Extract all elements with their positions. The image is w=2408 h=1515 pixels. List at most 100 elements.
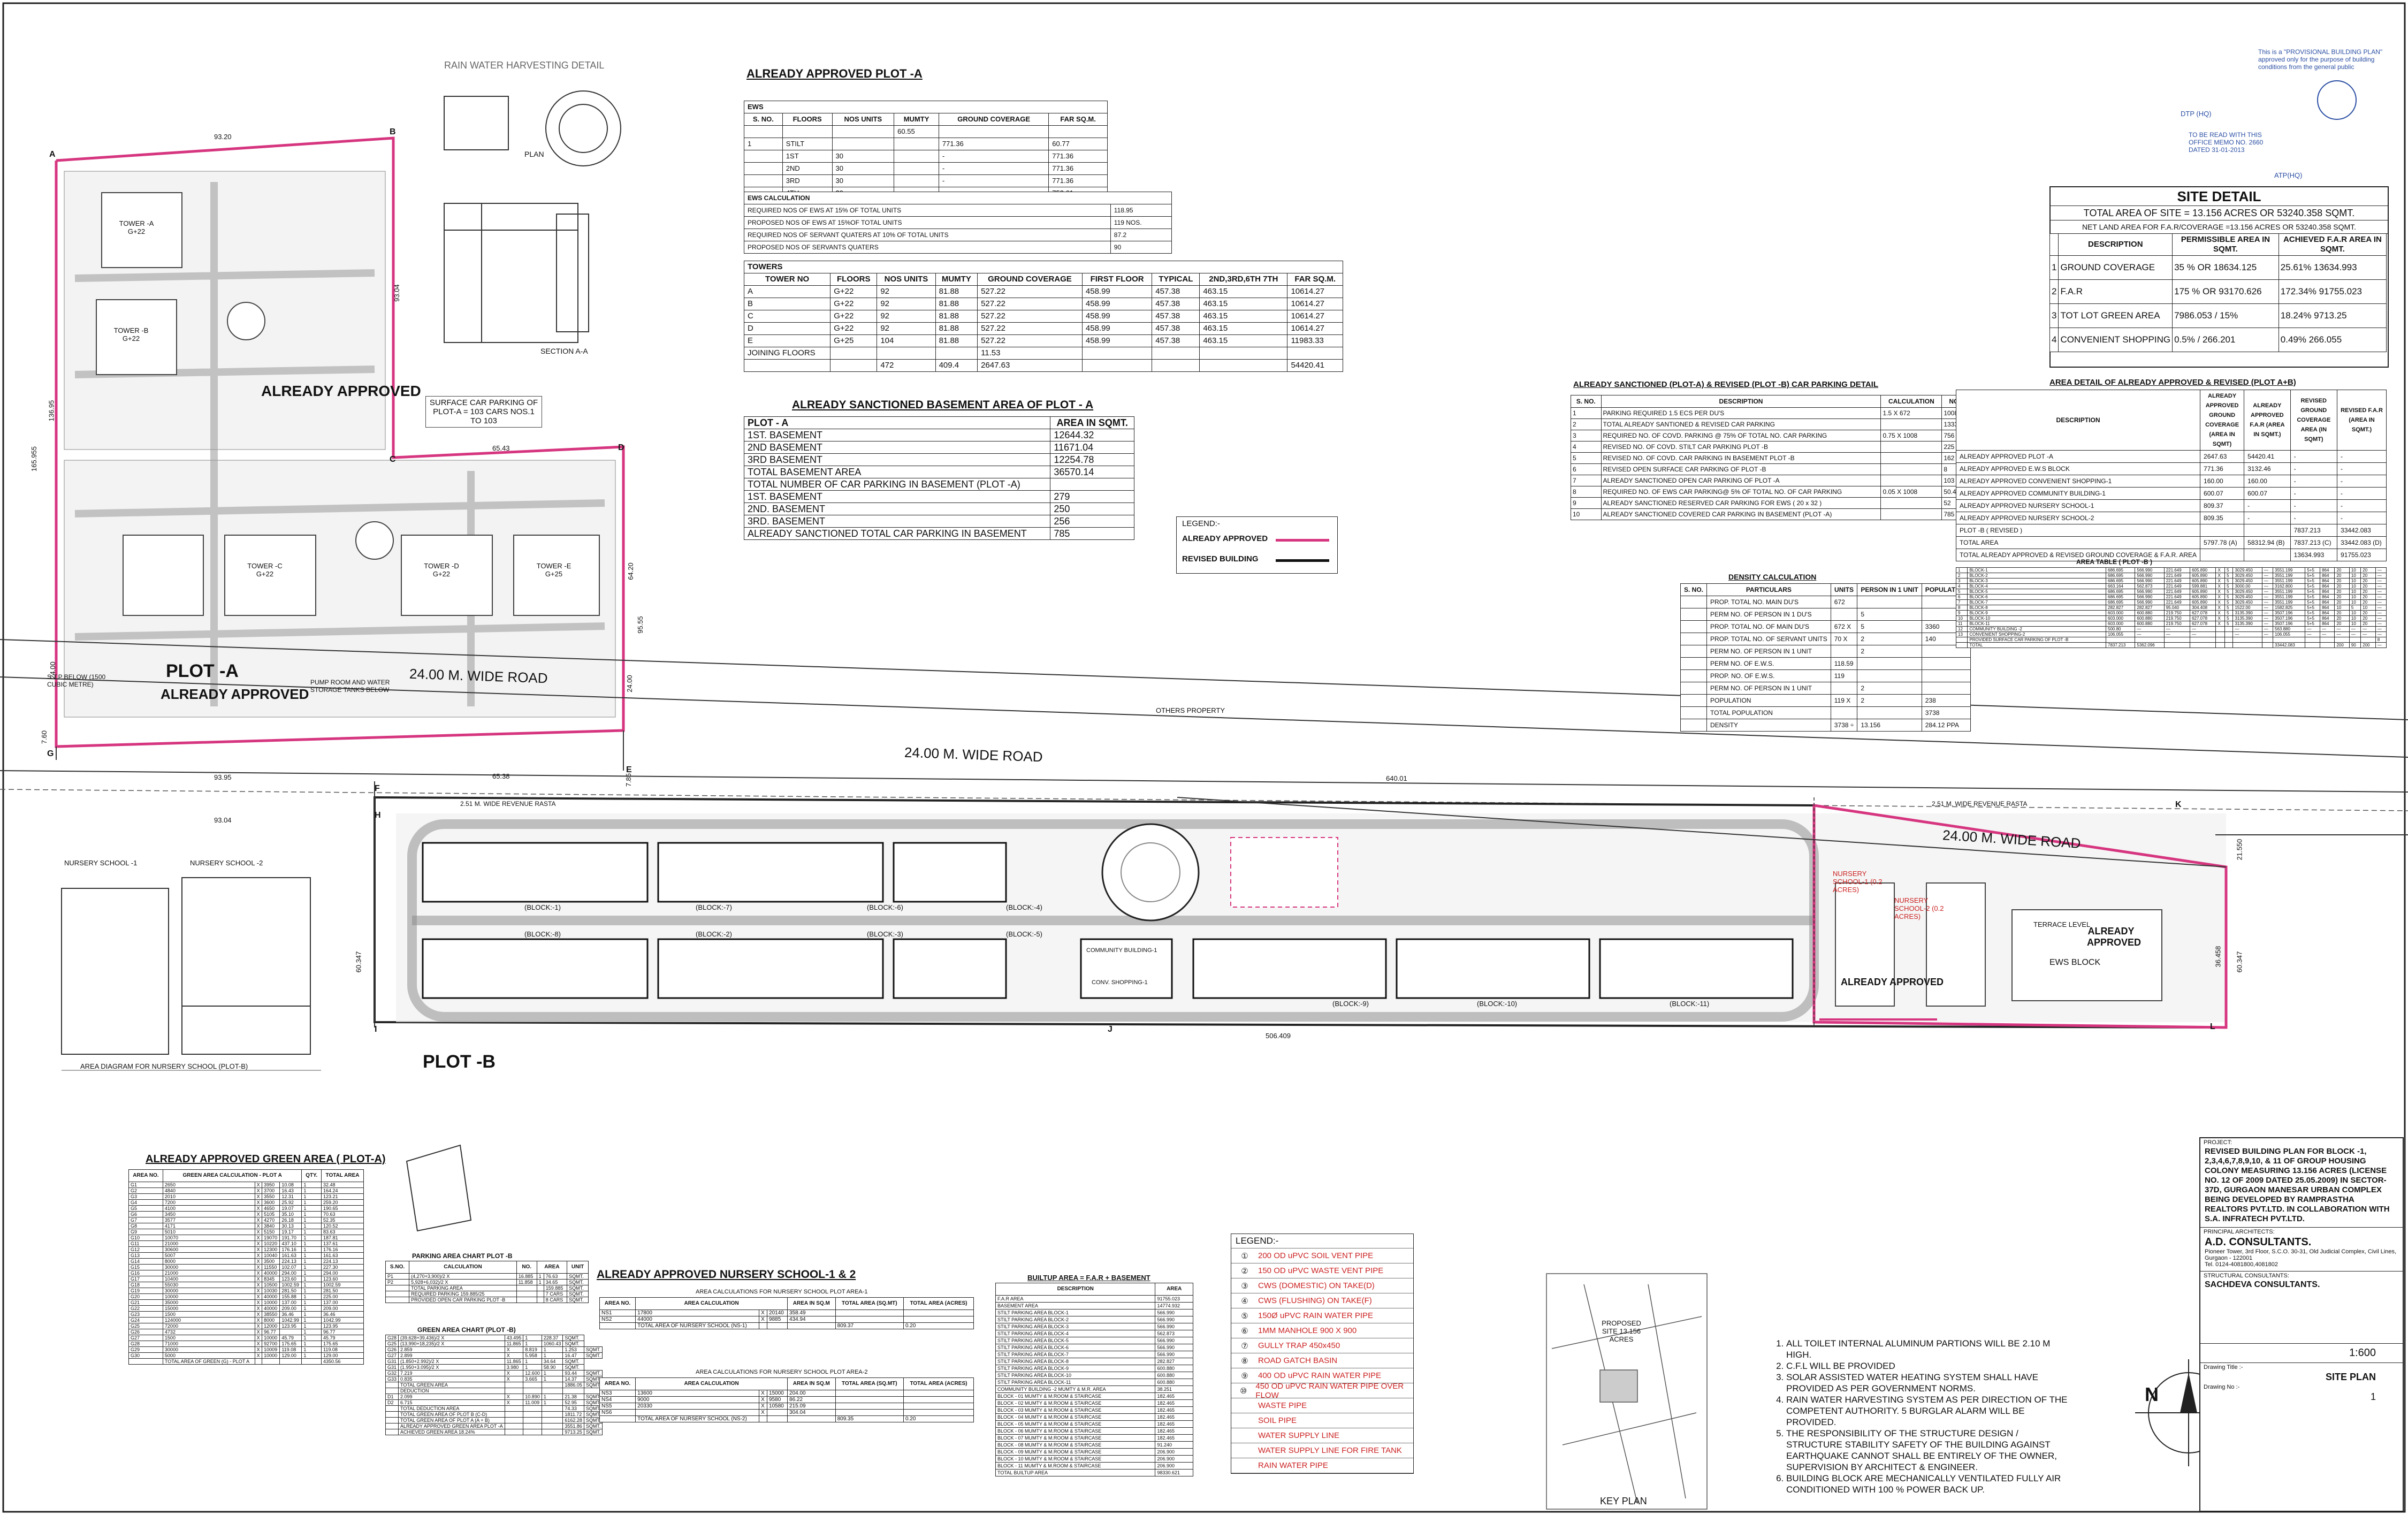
table-cell: G19	[128, 1288, 163, 1294]
table-cell: 20	[2334, 578, 2350, 584]
table-cell: 129.00	[321, 1352, 364, 1359]
table-cell: PERM NO. OF E.W.S.	[1706, 657, 1831, 670]
table-cell: 1	[301, 1217, 322, 1223]
ns1-h4: AREA IN SQ.M	[787, 1297, 836, 1310]
legend-item: SOIL PIPE	[1231, 1413, 1413, 1428]
table-cell: 6162.28	[562, 1417, 584, 1423]
table-cell	[1050, 478, 1134, 491]
table-cell	[1680, 596, 1708, 608]
table-cell	[894, 162, 939, 175]
table-cell: —	[2163, 631, 2191, 637]
table-cell: TOTAL GREEN AREA	[398, 1382, 505, 1388]
pc-h3: AREA	[536, 1261, 568, 1274]
table-cell	[1880, 463, 1942, 475]
table-cell: 5+5	[2305, 615, 2321, 621]
table-cell: 20	[2334, 594, 2350, 600]
table-cell: E	[743, 334, 831, 347]
table-cell: 55030	[162, 1282, 255, 1288]
table-cell: 0.75 X 1008	[1880, 430, 1942, 441]
towers-h4: GROUND COVERAGE	[977, 273, 1083, 286]
table-cell: G+22	[830, 322, 878, 335]
table-cell	[1880, 441, 1942, 453]
table-cell: 527.22	[977, 322, 1083, 335]
stamp-seal-icon	[2317, 80, 2357, 120]
table-cell	[2232, 637, 2262, 643]
table-cell	[1880, 475, 1942, 486]
table-cell: 3551.199	[2273, 567, 2306, 573]
tower-c-label: TOWER -C G+22	[247, 562, 283, 578]
table-cell: X	[2215, 583, 2226, 589]
table-cell: 5	[2224, 594, 2234, 600]
table-cell: 119 NOS.	[1110, 216, 1172, 229]
table-cell	[504, 1429, 524, 1435]
table-cell: G9	[128, 1229, 163, 1235]
density-h1: PARTICULARS	[1706, 583, 1831, 596]
table-cell	[2224, 642, 2234, 648]
table-cell: 118.59	[1830, 657, 1858, 670]
block-9-label: (BLOCK:-9)	[1332, 1000, 1369, 1008]
table-cell: (4,270+3,900)/2 X	[409, 1273, 517, 1280]
table-cell: 562.873	[2135, 583, 2165, 589]
table-cell: 1	[301, 1223, 322, 1229]
ns1-h0: AREA NO.	[599, 1297, 636, 1310]
table-cell: 10220	[262, 1240, 280, 1247]
table-cell: 1002.59	[321, 1282, 364, 1288]
table-cell: G28	[128, 1341, 163, 1347]
site-h2: PERMISSIBLE AREA IN SQMT.	[2172, 233, 2279, 256]
table-cell: 1	[1571, 407, 1602, 419]
table-cell: 259.20	[321, 1199, 364, 1206]
table-cell: D1	[385, 1394, 399, 1400]
table-cell: —	[2163, 626, 2191, 632]
table-cell: 2010	[162, 1193, 255, 1200]
table-cell	[835, 1396, 904, 1403]
table-cell: G+22	[830, 310, 878, 323]
table-cell: 1	[523, 1341, 542, 1347]
table-cell	[1880, 508, 1942, 520]
parking-chart-table: S.NO. CALCULATION NO. AREA UNIT P1(4,270…	[385, 1261, 589, 1303]
table-cell: 92	[877, 298, 936, 310]
table-row: TOTAL NUMBER OF CAR PARKING IN BASEMENT …	[743, 478, 1134, 491]
table-cell	[2261, 637, 2274, 643]
table-cell	[830, 347, 878, 360]
block-6-label: (BLOCK:-6)	[867, 903, 903, 911]
table-cell	[2224, 637, 2234, 643]
table-cell: -	[2244, 499, 2291, 512]
table-cell: ALREADY APPROVED GREEN AREA PLOT -A	[398, 1423, 505, 1429]
table-cell: 172.34% 91755.023	[2278, 279, 2387, 304]
table-cell: —	[2375, 621, 2387, 627]
table-cell: 5	[2224, 567, 2234, 573]
table-cell: 566.990	[2135, 573, 2165, 578]
table-cell	[2215, 631, 2226, 637]
table-cell: 3507.196	[2273, 615, 2306, 621]
block-8-label: (BLOCK:-8)	[524, 930, 561, 938]
table-row: PERM NO. OF E.W.S.118.59	[1680, 657, 1971, 670]
table-cell	[536, 1291, 544, 1297]
ns1-h6: TOTAL AREA (ACRES)	[903, 1297, 974, 1310]
table-cell: —	[2375, 615, 2387, 621]
table-cell	[2215, 642, 2226, 648]
table-cell: 8	[1955, 605, 1968, 611]
table-cell: 92700	[262, 1341, 280, 1347]
table-cell: (1.950+3.095)/2 X	[398, 1364, 505, 1371]
table-cell: TOTAL POPULATION	[1706, 706, 1831, 719]
table-cell: 864	[2320, 605, 2335, 611]
table-cell	[301, 1358, 322, 1365]
table-cell: 457.38	[1152, 310, 1200, 323]
table-cell: 1	[301, 1205, 322, 1212]
corner-f: F	[375, 784, 380, 793]
table-cell: TOTAL	[1967, 642, 2107, 648]
table-cell	[1680, 719, 1708, 732]
table-cell: 463.15	[1199, 322, 1288, 335]
